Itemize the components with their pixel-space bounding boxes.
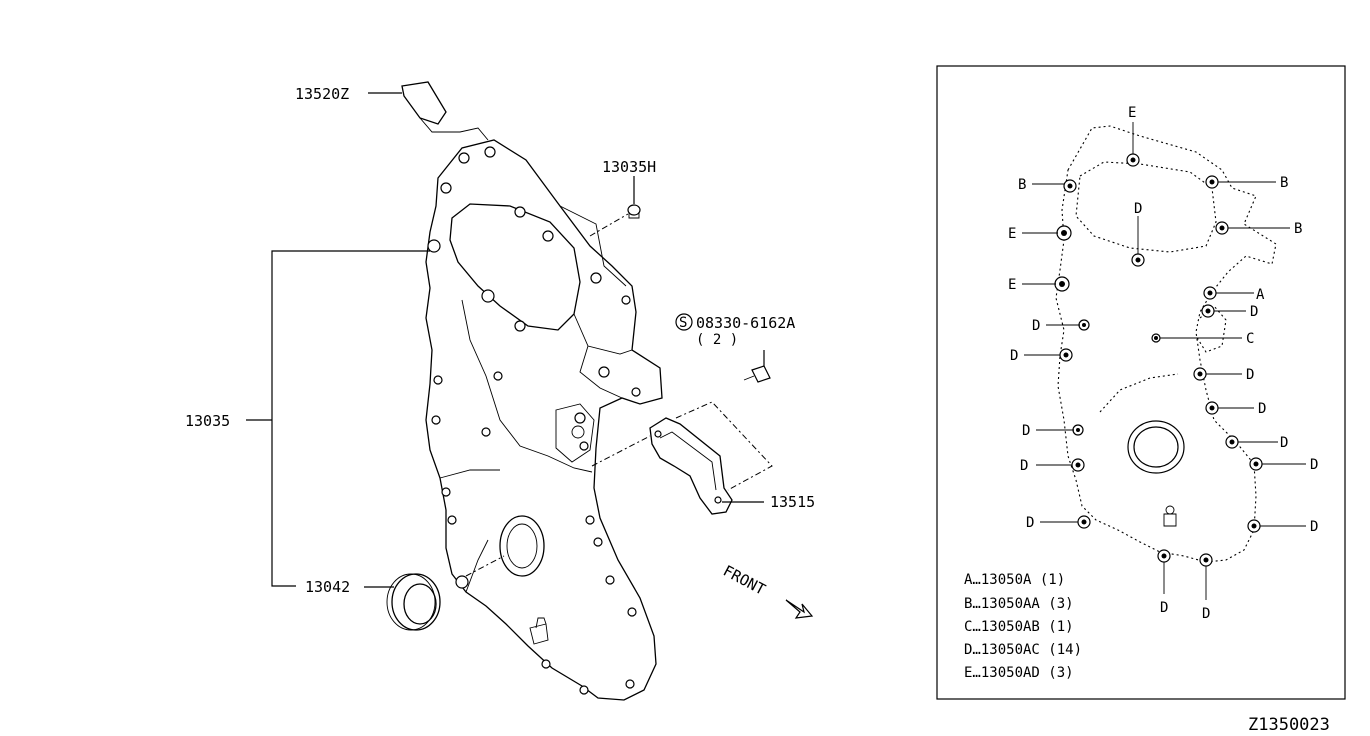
cover-bolt-holes <box>427 146 641 695</box>
inset-label-d-9: D <box>1310 457 1318 473</box>
front-direction-arrow <box>785 599 814 619</box>
inset-leaders <box>1022 122 1306 600</box>
cam-cover-13515 <box>649 417 733 515</box>
bolt-location-inset: E B B B E D E A D D C D D D D D D D D D … <box>936 65 1346 700</box>
inset-label-b-right2: B <box>1294 221 1302 237</box>
legend-a: A…13050A (1) <box>964 572 1065 588</box>
inset-label-d-10: D <box>1026 515 1034 531</box>
legend-e: E…13050AD (3) <box>964 665 1074 681</box>
callout-bolt: S 08330-6162A ( 2 ) <box>675 313 795 348</box>
inset-label-e-top: E <box>1128 105 1136 121</box>
inset-label-b-right1: B <box>1280 175 1288 191</box>
callout-08330: 08330-6162A <box>696 314 795 332</box>
legend-c: C…13050AB (1) <box>964 619 1074 635</box>
inset-legend: A…13050A (1) B…13050AA (3) C…13050AB (1)… <box>964 572 1082 681</box>
inset-label-e-mid: E <box>1008 226 1016 242</box>
callout-13035: 13035 <box>185 412 230 430</box>
front-oil-seal <box>386 573 441 631</box>
svg-text:S: S <box>679 315 687 331</box>
inset-label-d-4: D <box>1246 367 1254 383</box>
legend-d: D…13050AC (14) <box>964 642 1082 658</box>
inset-label-e-low: E <box>1008 277 1016 293</box>
inset-label-d-8: D <box>1020 458 1028 474</box>
inset-label-d-7: D <box>1280 435 1288 451</box>
callout-13515: 13515 <box>770 493 815 511</box>
front-label: FRONT <box>720 562 768 599</box>
callout-13520z: 13520Z <box>295 85 349 103</box>
bolt-08330 <box>743 365 771 383</box>
inset-label-a: A <box>1256 287 1265 303</box>
inset-cover-outline <box>1055 125 1277 563</box>
inset-label-d-1: D <box>1250 304 1258 320</box>
inset-label-d-13: D <box>1202 606 1210 622</box>
inset-label-d-window: D <box>1134 201 1142 217</box>
inset-label-c: C <box>1246 331 1254 347</box>
callout-13042: 13042 <box>305 578 350 596</box>
diagram-code: Z1350023 <box>1248 715 1330 735</box>
front-cover-assembly <box>246 81 814 701</box>
callout-13035h: 13035H <box>602 158 656 176</box>
inset-label-d-5: D <box>1258 401 1266 417</box>
inset-label-d-3: D <box>1010 348 1018 364</box>
inset-label-d-12: D <box>1160 600 1168 616</box>
inset-label-b-left: B <box>1018 177 1026 193</box>
oil-pump-bracket <box>401 81 447 125</box>
inset-label-d-6: D <box>1022 423 1030 439</box>
callout-bolt-qty: ( 2 ) <box>696 332 738 348</box>
inset-label-d-2: D <box>1032 318 1040 334</box>
inset-label-d-11: D <box>1310 519 1318 535</box>
plug-13035h <box>627 204 641 219</box>
legend-b: B…13050AA (3) <box>964 596 1074 612</box>
inset-bolts <box>1054 153 1263 567</box>
